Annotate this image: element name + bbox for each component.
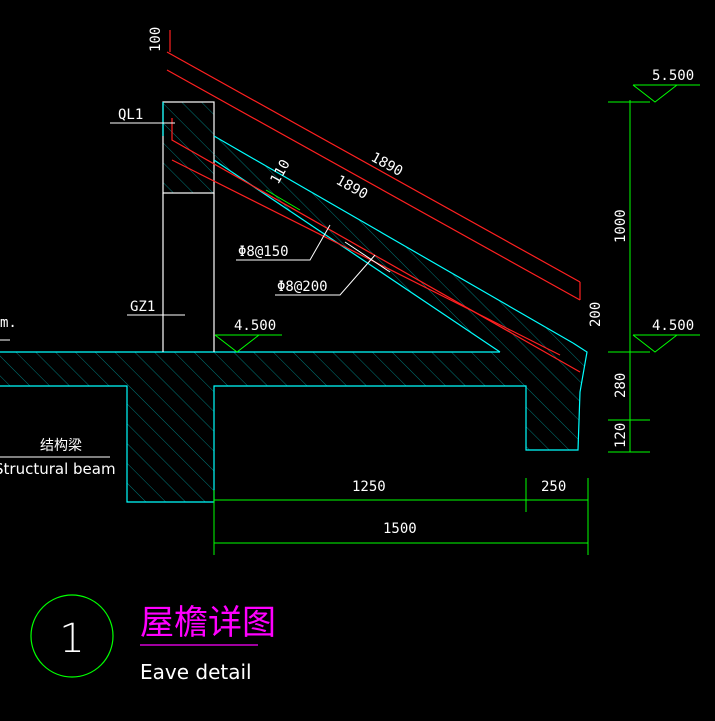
dim-slope-outer: 1890 <box>368 150 405 180</box>
label-cut-text: m. <box>0 315 17 331</box>
elevation-marker-right <box>632 334 700 353</box>
label-gz1: GZ1 <box>130 299 155 315</box>
annotations: QL1 GZ1 Φ8@150 Φ8@200 结构梁 Structural bea… <box>0 27 694 537</box>
label-rebar-b: Φ8@200 <box>277 279 328 295</box>
dim-vert-total: 1000 <box>613 209 629 243</box>
title-cn: 屋檐详图 <box>140 603 276 643</box>
dim-span-1500: 1500 <box>383 521 417 537</box>
rebar-lines <box>166 30 581 373</box>
dim-span-1250: 1250 <box>352 479 386 495</box>
elevation-marker-slab <box>214 334 282 353</box>
title-block: 1 屋檐详图 Eave detail <box>30 594 276 684</box>
elevation-right: 4.500 <box>652 318 694 334</box>
sloped-slab-hatch <box>214 136 587 352</box>
elevation-slab: 4.500 <box>234 318 276 334</box>
title-en: Eave detail <box>140 660 252 684</box>
detail-number: 1 <box>59 616 84 662</box>
slab-outline <box>0 342 588 503</box>
label-ql1: QL1 <box>118 107 143 123</box>
concrete-section <box>0 101 588 503</box>
dim-span-250: 250 <box>541 479 566 495</box>
elevation-marker-top <box>632 84 700 103</box>
dimension-lines <box>213 100 650 555</box>
dim-vert-120: 120 <box>613 423 629 448</box>
detail-number-circle <box>30 594 114 678</box>
dim-thk-top: 100 <box>148 27 164 52</box>
leader-lines <box>0 122 391 458</box>
dim-vert-upper: 200 <box>588 302 604 327</box>
elevation-markers <box>214 84 700 353</box>
label-rebar-a: Φ8@150 <box>238 244 289 260</box>
elevation-top: 5.500 <box>652 68 694 84</box>
dim-vert-280: 280 <box>613 373 629 398</box>
label-beam-en: Structural beam <box>0 460 116 478</box>
column-gz1 <box>162 193 215 352</box>
label-beam-cn: 结构梁 <box>40 438 82 454</box>
slab-beam-hatch <box>0 352 587 502</box>
dim-slope-inner: 1890 <box>333 173 370 203</box>
ring-beam-ql1 <box>162 101 215 194</box>
